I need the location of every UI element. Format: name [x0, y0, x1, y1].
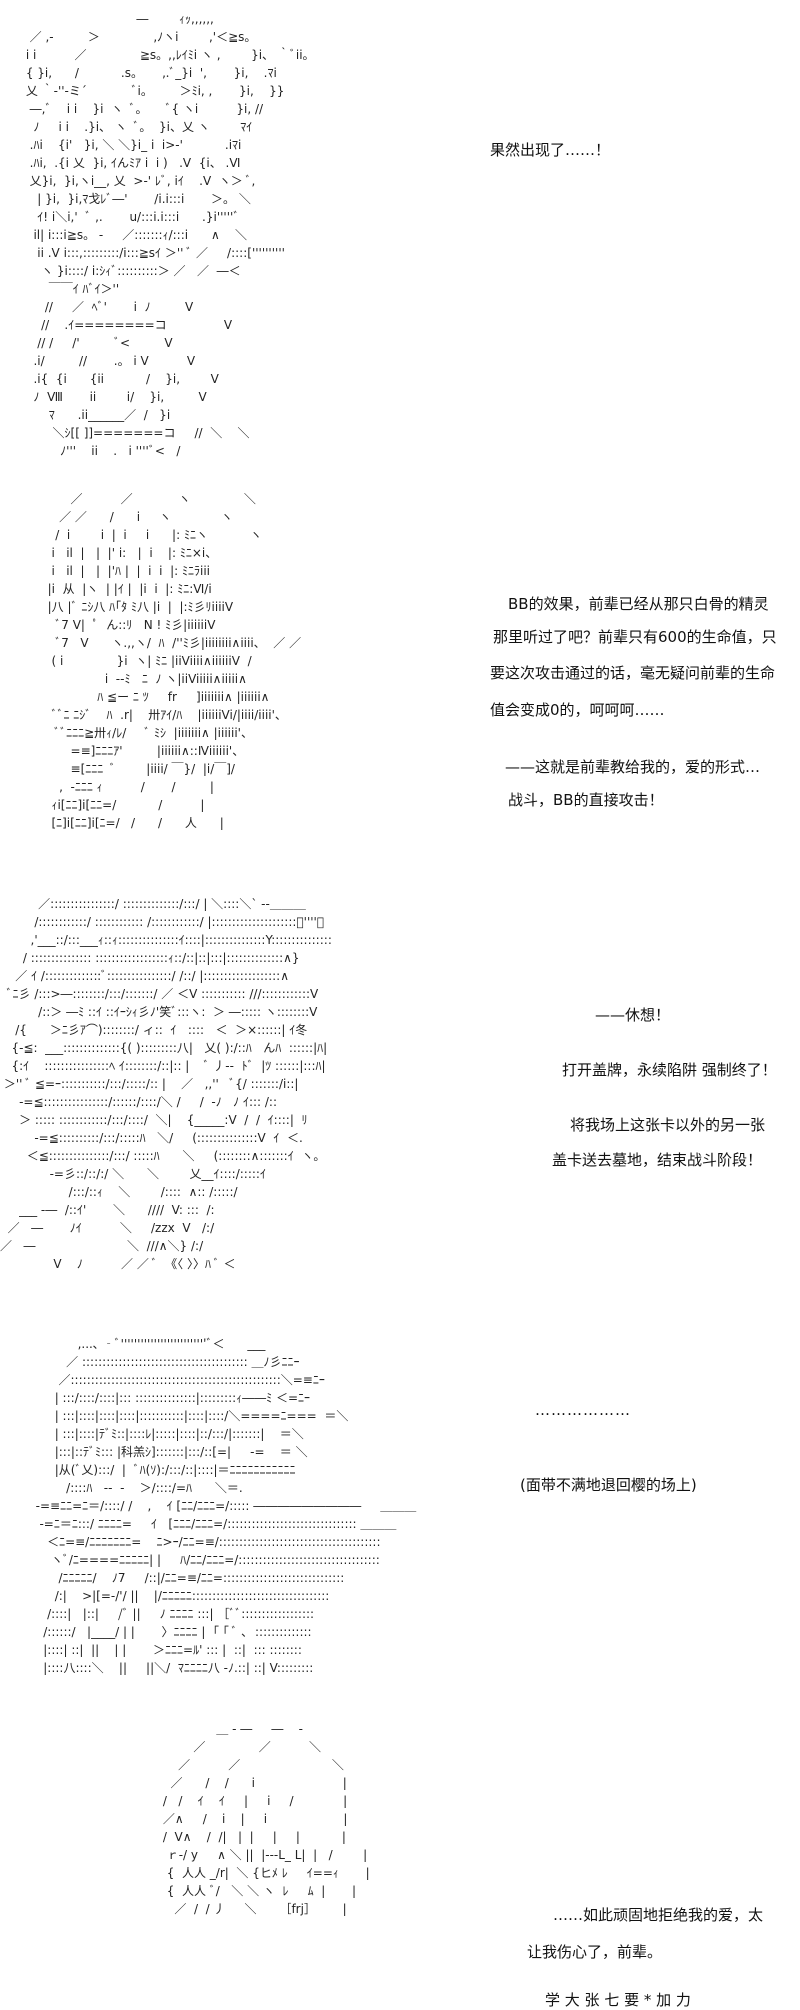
dialogue-line: 要这次攻击通过的话，毫无疑问前辈的生命 — [490, 664, 776, 682]
dialogue-line: BB的效果，前辈已经从那只白骨的精灵 — [508, 595, 769, 613]
dialogue-line: 值会变成0的，呵呵呵…… — [490, 701, 665, 719]
ascii-art-panel-1: ― ｨｯ,,,,,, ／ ,‐ ＞ ,ﾉヽi ,'＜≧s。 i i ／ ≧s。,… — [25, 12, 315, 458]
dialogue-line: ——这就是前辈教给我的，爱的形式… — [505, 758, 761, 776]
dialogue-line: ……如此顽固地拒绝我的爱，太 — [553, 1906, 764, 1924]
dialogue-line: 果然出现了……！ — [490, 141, 611, 159]
dialogue-line: 战斗，BB的直接攻击！ — [508, 791, 664, 809]
dialogue-line: 将我场上这张卡以外的另一张 — [570, 1116, 766, 1134]
ascii-art-panel-3: ／::::::::::::::::/ ::::::::::::::/:::/ |… — [0, 897, 332, 1271]
dialogue-line: 让我伤心了，前辈。 — [527, 1943, 663, 1961]
ascii-art-panel-5: ＿ ‐ ― ― ‐ ／ ／ ＼ ／ ／ ＼ ／ / / i | / / ｲ ｲ … — [162, 1722, 370, 1916]
dialogue-line: ……………… — [535, 1401, 631, 1419]
ascii-art-panel-2: ／ ／ ヽ ＼ ／ ／ / i ヽ ヽ / i i | i i |: ﾐﾆヽ ヽ… — [47, 492, 302, 830]
dialogue-line: (面带不满地退回樱的场上) — [520, 1476, 697, 1494]
dialogue-line: 盖卡送去墓地，结束战斗阶段！ — [552, 1151, 763, 1169]
dialogue-line-partial: 学 大 张 七 要 * 加 力 — [545, 1991, 691, 2009]
dialogue-line: 打开盖牌，永续陷阱 强制终了！ — [562, 1061, 777, 1079]
ascii-art-panel-4: ,...､ ‐ﾞ''''''''''''''''''''''''''ﾞ＜ ___… — [35, 1337, 417, 1675]
dialogue-line: 那里听过了吧？前辈只有600的生命值，只 — [493, 628, 777, 646]
dialogue-line: ——休想！ — [595, 1006, 671, 1024]
